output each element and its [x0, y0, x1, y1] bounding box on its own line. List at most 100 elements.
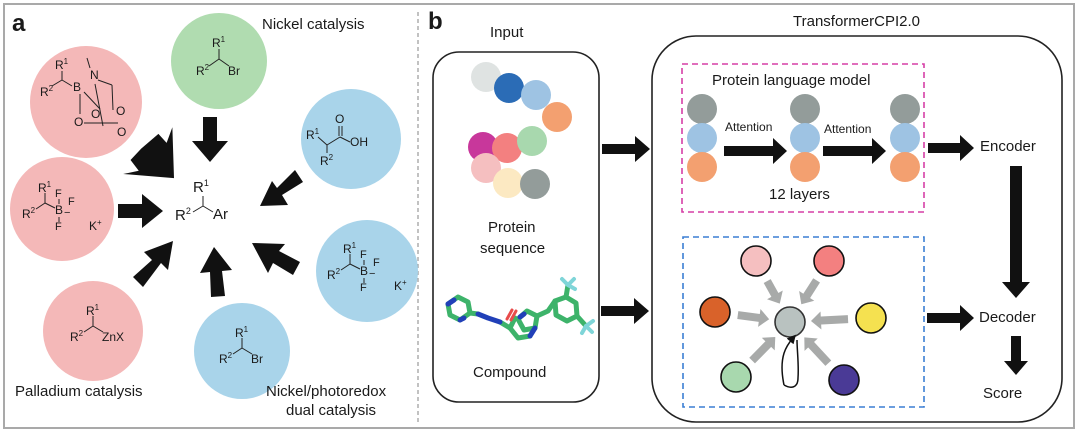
r1-label: R1 [38, 180, 52, 195]
reagent-circle-bf3-ni [316, 220, 418, 322]
r2-label: R2 [320, 153, 334, 168]
oxygen-label: O [91, 107, 101, 121]
reagent-circle-mida [30, 46, 142, 158]
protein-residue [493, 168, 523, 198]
arrow-from-bf3-pd [118, 194, 163, 228]
model-title: TransformerCPI2.0 [793, 13, 920, 30]
token [790, 94, 820, 124]
neighbor-node [828, 364, 860, 396]
decoder-label: Decoder [979, 309, 1036, 326]
product-r1: R1 [193, 178, 209, 196]
neighbor-node [855, 302, 887, 334]
r1-label: R1 [86, 303, 100, 318]
attention-edge [806, 340, 832, 366]
r2-label: R2 [40, 84, 54, 99]
atom-superscript: 2 [227, 351, 233, 360]
arrow-decoder-to-score [1004, 336, 1028, 375]
reagent-circle-zinc [43, 281, 143, 381]
arrow-from-bromide-photoredox [200, 247, 232, 297]
caption-palladium-catalysis: Palladium catalysis [15, 383, 143, 400]
fluorine-label: F [68, 196, 75, 208]
panel-a [10, 13, 418, 399]
attention-edge [749, 339, 773, 364]
reagent-circle-acid [301, 89, 401, 189]
atom-superscript: 2 [328, 153, 334, 162]
neighbor-node [699, 296, 731, 328]
protein-residues [468, 62, 572, 199]
arrow-from-mida [123, 127, 174, 179]
reagent-circle-bromide-nickel [171, 13, 267, 109]
encoder-label: Encoder [980, 138, 1036, 155]
attention-edge-head [767, 290, 783, 304]
protein-caption-line2: sequence [480, 240, 546, 257]
input-title: Input [490, 24, 524, 41]
panel-label-b: b [428, 8, 443, 35]
charge-label: − [369, 268, 376, 280]
attention-edge [737, 311, 762, 323]
arrow-attention-1 [724, 138, 787, 164]
potassium-label: K+ [394, 278, 407, 293]
arrow-input-to-graph [601, 298, 649, 324]
layers-label: 12 layers [769, 186, 830, 203]
arrow-from-bromide-nickel [192, 117, 228, 162]
protein-residue [492, 133, 522, 163]
caption-photoredox-line1: Nickel/photoredox [266, 383, 387, 400]
caption-nickel-catalysis: Nickel catalysis [262, 16, 365, 33]
neighbor-node [720, 361, 752, 393]
atom-superscript: 2 [30, 206, 36, 215]
arrow-input-to-plm [602, 136, 650, 162]
product-r2: R2 [175, 206, 191, 224]
fluorine-label: F [360, 282, 367, 294]
plm-title: Protein language model [712, 72, 871, 89]
panel-label-a: a [12, 10, 26, 37]
atom-superscript: 1 [94, 303, 100, 312]
r2-label: R2 [219, 351, 233, 366]
r1-label: R1 [212, 35, 226, 50]
atom-superscript: 2 [335, 267, 341, 276]
atom-superscript: 2 [78, 329, 84, 338]
attention-label-2: Attention [824, 122, 872, 136]
r1-label: R1 [235, 325, 249, 340]
token [890, 94, 920, 124]
protein-residue [471, 153, 501, 183]
model-box [651, 35, 1063, 423]
arrow-encoder-to-decoder [1002, 166, 1030, 298]
atom-superscript: 2 [48, 84, 54, 93]
token [687, 123, 717, 153]
atom-superscript: 1 [220, 35, 226, 44]
token [790, 123, 820, 153]
token [790, 152, 820, 182]
arrow-attention-2 [823, 138, 886, 164]
zinc-label: ZnX [102, 330, 125, 344]
attention-edge-head [810, 311, 822, 330]
protein-residue [521, 80, 551, 110]
protein-residue [471, 62, 501, 92]
fluorine-label: F [373, 257, 380, 269]
flow-arrows [601, 135, 1030, 375]
reagent-circle-bf3-pd [10, 157, 114, 261]
atom-superscript: 1 [243, 325, 249, 334]
input-box [432, 51, 600, 403]
fluorine-label: F [360, 249, 367, 261]
center-node [774, 306, 806, 338]
arrow-from-zinc [133, 241, 173, 287]
protein-residue [520, 169, 550, 199]
attention-edge [818, 315, 849, 325]
r2-label: R2 [70, 329, 84, 344]
fluorine-label: F [55, 188, 62, 200]
attention-edge-head [804, 337, 818, 351]
graph-box [682, 236, 925, 408]
reaction-arrows [118, 117, 303, 297]
figure-frame [3, 3, 1075, 429]
token [687, 152, 717, 182]
oxygen-label: O [116, 104, 126, 118]
token [890, 123, 920, 153]
boron-label: B [360, 264, 369, 278]
protein-residue [517, 126, 547, 156]
r2-label: R2 [327, 267, 341, 282]
boron-label: B [73, 80, 82, 94]
bromine-label: Br [251, 352, 263, 366]
charge-label: − [64, 207, 71, 219]
score-label: Score [983, 385, 1023, 402]
arrow-plm-to-encoder [928, 135, 974, 161]
